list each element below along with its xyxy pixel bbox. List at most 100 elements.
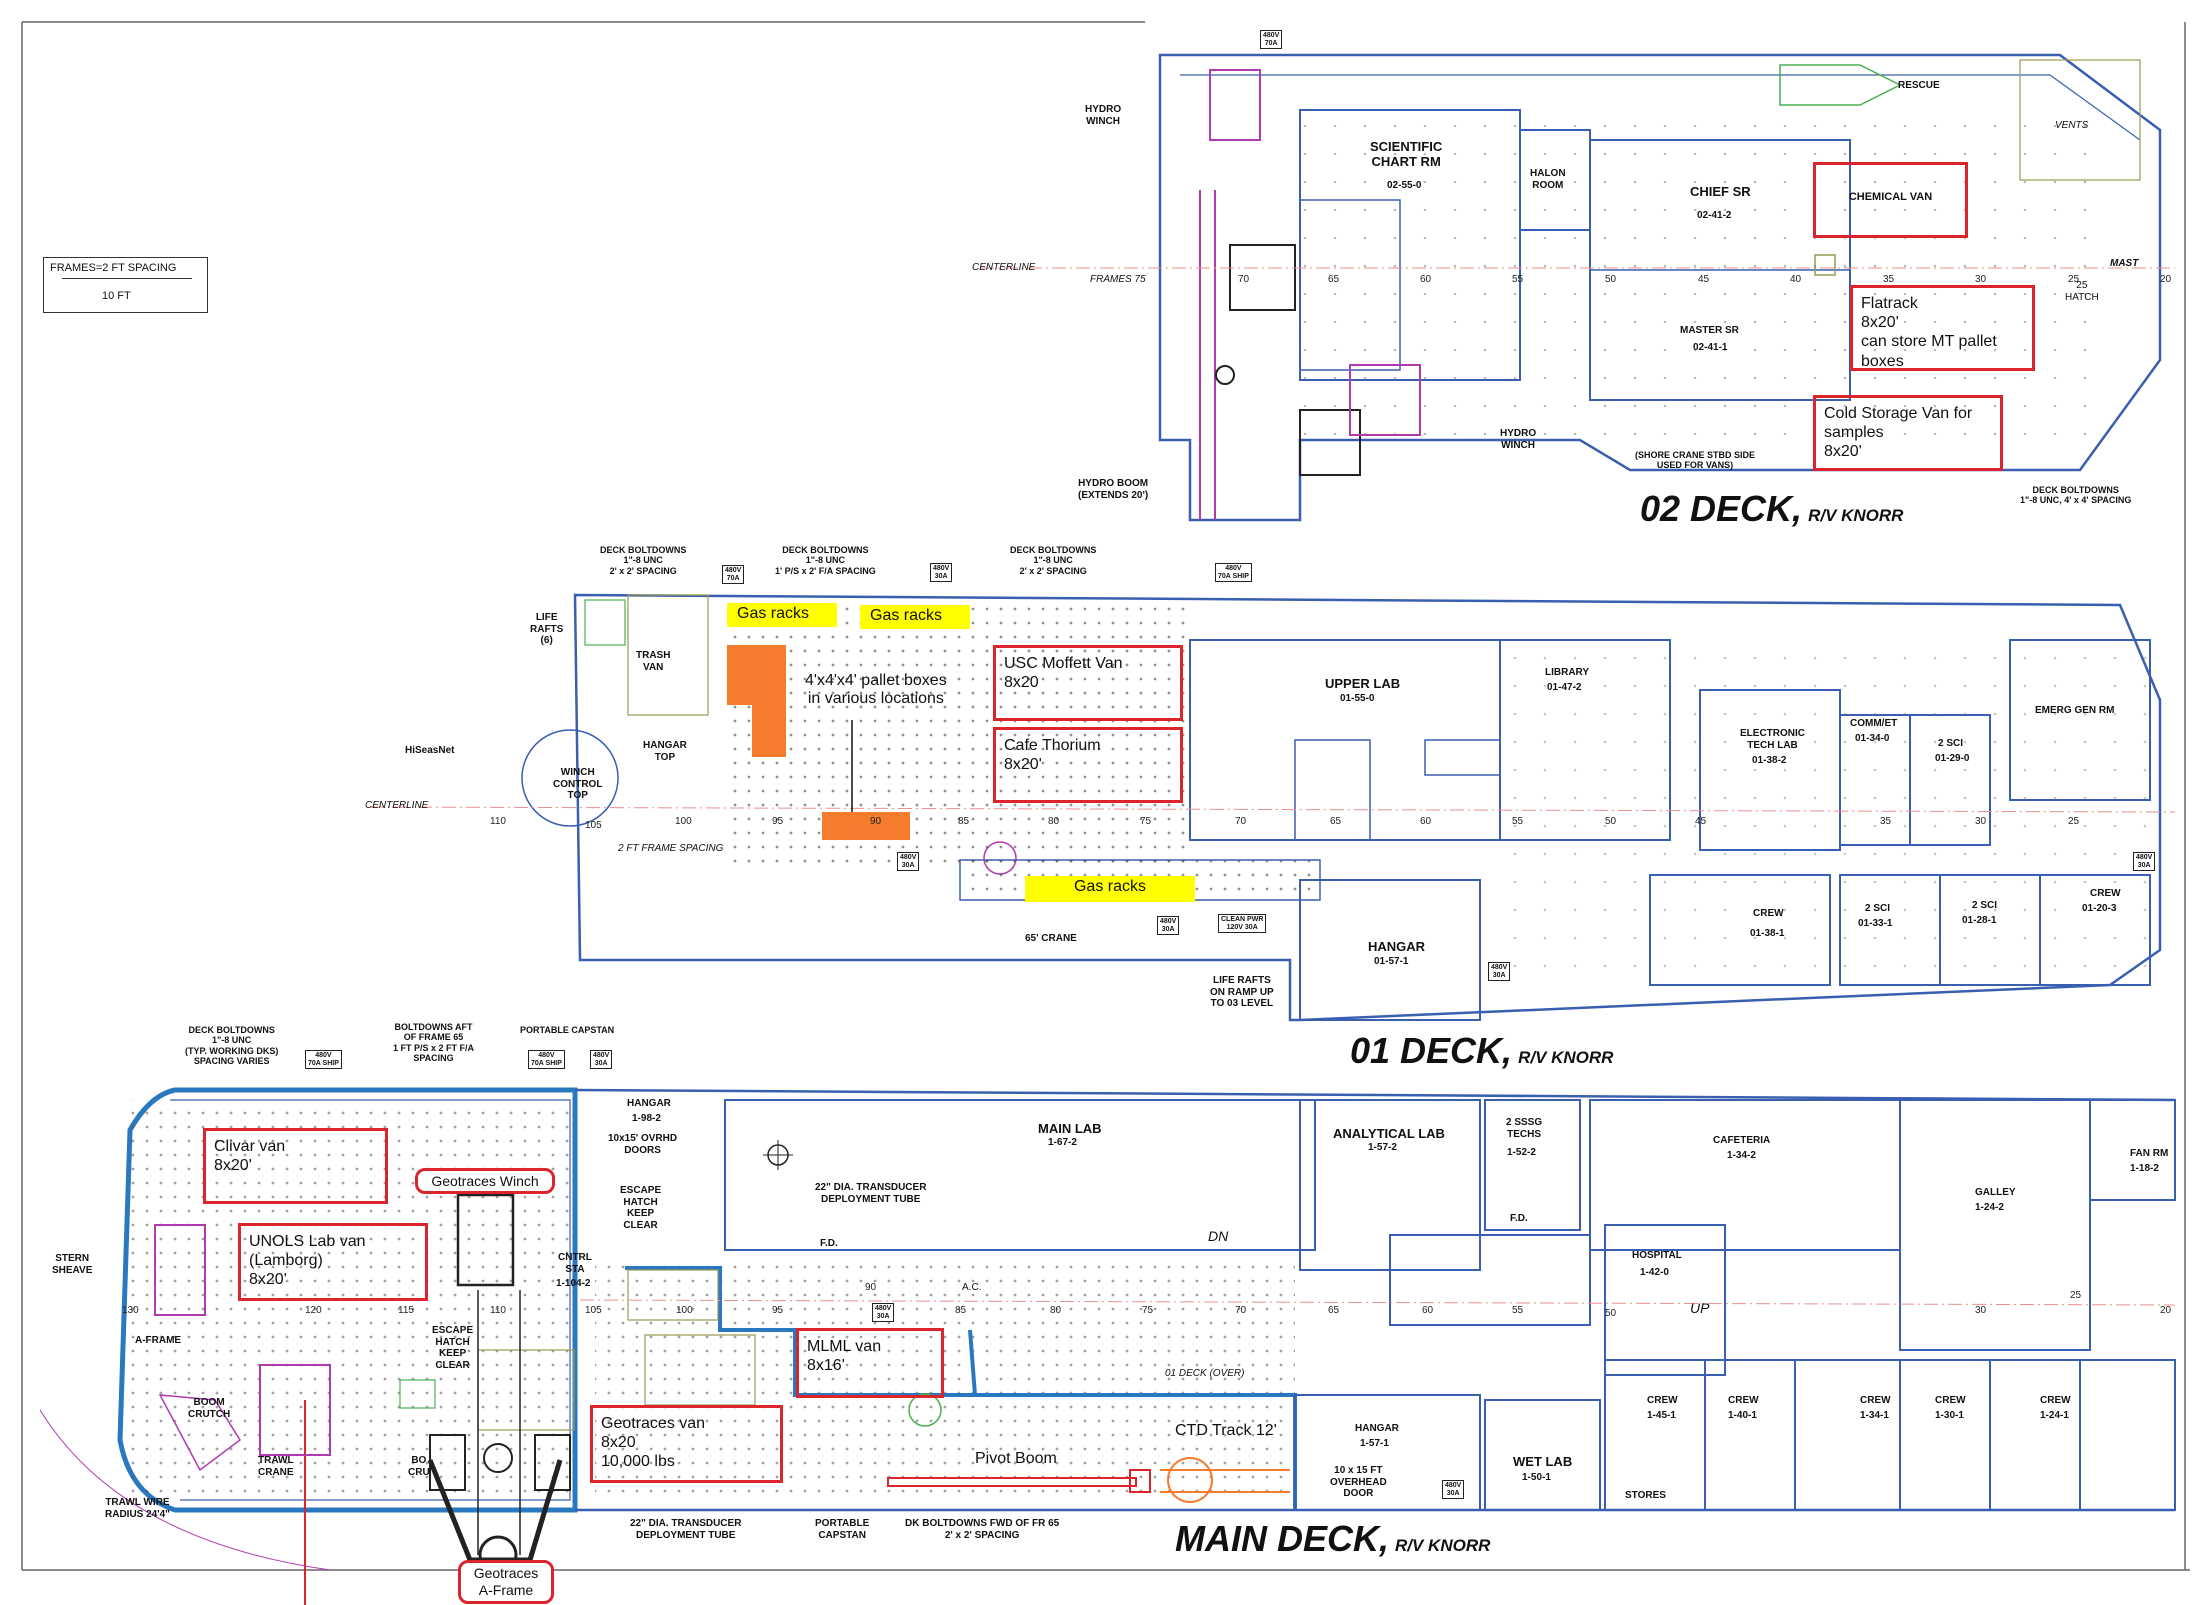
label-shore-crane: (SHORE CRANE STBD SIDE USED FOR VANS): [1635, 450, 1756, 471]
label-escape-hatch-2: ESCAPE HATCH KEEP CLEAR: [432, 1325, 474, 1371]
frame-01-55: 55: [1512, 816, 1524, 827]
label-crew-main-e-no: 1-24-1: [2040, 1410, 2069, 1421]
label-life-rafts-ramp: LIFE RAFTS ON RAMP UP TO 03 LEVEL: [1210, 975, 1274, 1009]
label-hospital: HOSPITAL: [1632, 1250, 1682, 1261]
label-boltdowns-aft: BOLTDOWNS AFT OF FRAME 65 1 FT P/S x 2 F…: [393, 1022, 475, 1064]
label-sci2-a: 2 SCI: [1865, 903, 1891, 914]
chemical-van-box: CHEMICAL VAN: [1813, 162, 1968, 238]
scale-line2: 10 FT: [102, 290, 131, 302]
label-cntrl-sta-no: 1-104-2: [556, 1278, 591, 1289]
frame-01-110: 110: [490, 816, 506, 827]
label-upper-lab-no: 01-55-0: [1340, 693, 1375, 704]
label-hangar-top-01: HANGAR TOP: [643, 740, 687, 763]
label-hydro-winch-bottom: HYDRO WINCH: [1500, 428, 1537, 451]
power-tag-01-d: 480V 30A: [897, 852, 920, 872]
frame-01-45: 45: [1695, 816, 1707, 827]
label-sci2-b: 2 SCI: [1972, 900, 1998, 911]
label-trawl-wire: TRAWL WIRE RADIUS 24'4": [105, 1497, 170, 1520]
label-a-frame: A-FRAME: [135, 1335, 182, 1346]
frame-02-35: 35: [1883, 274, 1895, 285]
gas-racks-3: Gas racks: [1025, 876, 1195, 902]
label-wet-lab-no: 1-50-1: [1522, 1472, 1551, 1483]
frame-01-100: 100: [675, 816, 692, 827]
label-escape-hatch-1: ESCAPE HATCH KEEP CLEAR: [620, 1185, 662, 1231]
frame-01-90: 90: [870, 816, 882, 827]
label-sci2-top-no: 01-29-0: [1935, 753, 1970, 764]
label-galley: GALLEY: [1975, 1187, 2016, 1198]
label-electronic: ELECTRONIC TECH LAB: [1740, 728, 1805, 751]
label-upper-lab: UPPER LAB: [1325, 676, 1401, 691]
label-frames-02: FRAMES 75: [1090, 274, 1146, 285]
label-fd-2: F.D.: [1510, 1213, 1528, 1224]
title-01-deck-sub: R/V KNORR: [1518, 1048, 1614, 1067]
label-crew-main-c: CREW: [1860, 1395, 1891, 1406]
label-crew-main-b-no: 1-40-1: [1728, 1410, 1757, 1421]
scale-legend: FRAMES=2 FT SPACING 10 FT: [43, 257, 208, 313]
frame-01-25: 25: [2068, 816, 2080, 827]
label-life-rafts: LIFE RAFTS (6): [530, 612, 564, 646]
label-hangar-main-bottom: HANGAR: [1355, 1423, 1399, 1434]
label-hatch: 25 HATCH: [2065, 280, 2099, 303]
frame-01-75: 75: [1140, 816, 1152, 827]
frame-main-120: 120: [305, 1305, 322, 1316]
label-centerline-01: CENTERLINE: [365, 800, 429, 811]
frame-main-60: 60: [1422, 1305, 1434, 1316]
frame-02-20: 20: [2160, 274, 2172, 285]
label-wet-lab: WET LAB: [1513, 1454, 1573, 1469]
label-transducer-top: 22" DIA. TRANSDUCER DEPLOYMENT TUBE: [815, 1182, 927, 1205]
label-main-lab: MAIN LAB: [1038, 1121, 1102, 1136]
label-stern-sheave: STERN SHEAVE: [52, 1253, 93, 1276]
label-portable-capstan-top: PORTABLE CAPSTAN: [520, 1025, 615, 1035]
label-crew-main-e: CREW: [2040, 1395, 2071, 1406]
pallet-boxes-note: 4'x4'x4' pallet boxes in various locatio…: [805, 672, 947, 708]
label-overhead-door-bottom: 10 x 15 FT OVERHEAD DOOR: [1330, 1465, 1387, 1499]
title-02-deck-main: 02 DECK,: [1640, 488, 1803, 529]
frame-main-70: 70: [1235, 1305, 1247, 1316]
frame-01-60: 60: [1420, 816, 1432, 827]
label-rescue: RESCUE: [1898, 80, 1940, 91]
label-sci2-top: 2 SCI: [1938, 738, 1964, 749]
usc-moffett-van-box: USC Moffett Van 8x20: [993, 645, 1183, 721]
label-trawl-crane: TRAWL CRANE: [258, 1455, 294, 1478]
title-01-deck: 01 DECK,R/V KNORR: [1350, 1030, 1613, 1072]
frame-01-65: 65: [1330, 816, 1342, 827]
label-fan-rm: FAN RM: [2130, 1148, 2169, 1159]
label-halon: HALON ROOM: [1530, 168, 1566, 191]
cold-storage-van-box: Cold Storage Van for samples 8x20': [1813, 395, 2003, 471]
scale-line1: FRAMES=2 FT SPACING: [50, 262, 177, 274]
frame-01-80: 80: [1048, 816, 1060, 827]
frame-01-70: 70: [1235, 816, 1247, 827]
label-hiseasnet: HiSeasNet: [405, 745, 455, 756]
label-master-sr: MASTER SR: [1680, 325, 1739, 336]
label-crew-main-d-no: 1-30-1: [1935, 1410, 1964, 1421]
label-crew-01-b: CREW: [2090, 888, 2121, 899]
label-winch-control: WINCH CONTROL TOP: [553, 767, 603, 801]
label-mast: MAST: [2110, 258, 2139, 269]
power-tag-01-b: 480V 30A: [930, 563, 953, 583]
label-sci2-b-no: 01-28-1: [1962, 915, 1997, 926]
label-crew-main-c-no: 1-34-1: [1860, 1410, 1889, 1421]
power-tag-02: 480V 70A: [1260, 30, 1283, 50]
frame-02-40: 40: [1790, 274, 1802, 285]
label-transducer-bottom: 22" DIA. TRANSDUCER DEPLOYMENT TUBE: [630, 1518, 742, 1541]
label-boltdowns-left-01: DECK BOLTDOWNS 1"-8 UNC 2' x 2' SPACING: [600, 545, 687, 576]
label-up: UP: [1690, 1300, 1710, 1316]
frame-02-25: 25: [2068, 274, 2080, 285]
label-deck01-over: 01 DECK (OVER): [1165, 1368, 1245, 1379]
frame-main-115: 115: [398, 1305, 414, 1316]
label-vents: VENTS: [2055, 120, 2089, 131]
label-hangar-main-top-no: 1-98-2: [632, 1113, 661, 1124]
frame-02-65: 65: [1328, 274, 1340, 285]
frame-02-50: 50: [1605, 274, 1617, 285]
label-ssg-techs-no: 1-52-2: [1507, 1147, 1536, 1158]
title-main-deck-main: MAIN DECK,: [1175, 1518, 1389, 1559]
frame-02-45: 45: [1698, 274, 1710, 285]
geotraces-van-box: Geotraces van 8x20 10,000 lbs: [590, 1405, 783, 1483]
title-02-deck-sub: R/V KNORR: [1808, 506, 1904, 525]
label-comm-et: COMM/ET: [1850, 718, 1898, 729]
cafe-thorium-box: Cafe Thorium 8x20': [993, 727, 1183, 803]
label-analytical-lab: ANALYTICAL LAB: [1333, 1126, 1445, 1141]
label-boltdowns-main: DECK BOLTDOWNS 1"-8 UNC (TYP. WORKING DK…: [185, 1025, 279, 1067]
frame-02-55: 55: [1512, 274, 1524, 285]
